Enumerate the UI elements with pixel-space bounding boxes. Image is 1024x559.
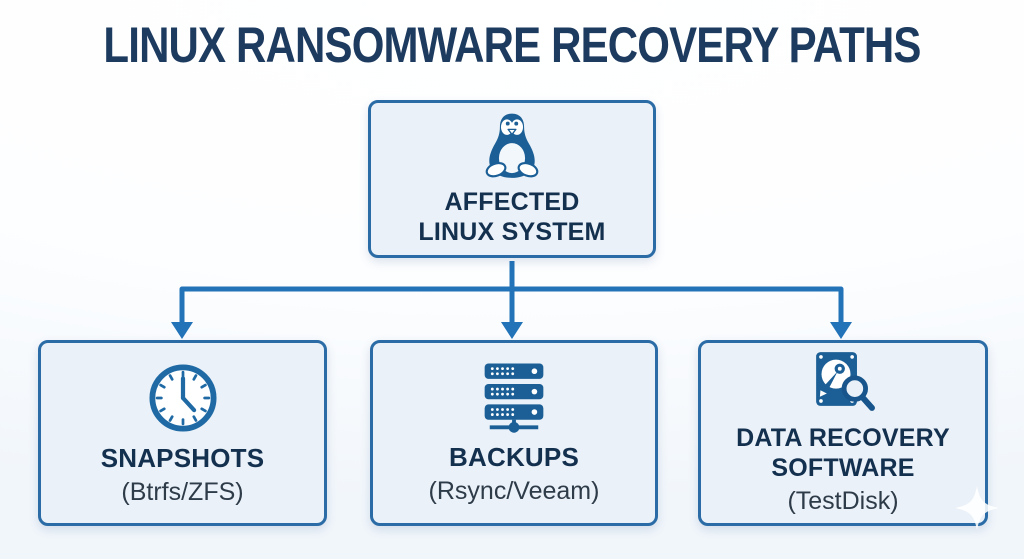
tux-penguin-icon <box>485 113 539 178</box>
node-label: DATA RECOVERY SOFTWARE <box>736 423 950 482</box>
node-sublabel: (Rsync/Veeam) <box>428 476 600 505</box>
diagram-title: LINUX RANSOMWARE RECOVERY PATHS <box>103 17 921 73</box>
arrowhead-left <box>171 322 193 339</box>
node-label: AFFECTED LINUX SYSTEM <box>418 187 606 246</box>
node-sublabel: (Btrfs/ZFS) <box>121 477 244 506</box>
hard-drive-search-icon <box>816 352 875 411</box>
node-sublabel: (TestDisk) <box>787 486 899 515</box>
arrowhead-right <box>830 322 852 339</box>
node-snapshots: SNAPSHOTS (Btrfs/ZFS) <box>38 340 327 526</box>
clock-icon <box>148 364 217 432</box>
node-backups: BACKUPS (Rsync/Veeam) <box>370 340 658 526</box>
node-data-recovery-software: DATA RECOVERY SOFTWARE (TestDisk) <box>698 340 988 526</box>
server-stack-icon <box>484 363 544 433</box>
node-affected-linux-system: AFFECTED LINUX SYSTEM <box>368 100 656 258</box>
node-label: BACKUPS <box>449 441 579 472</box>
node-label: SNAPSHOTS <box>100 442 265 473</box>
arrowhead-center <box>501 322 523 339</box>
